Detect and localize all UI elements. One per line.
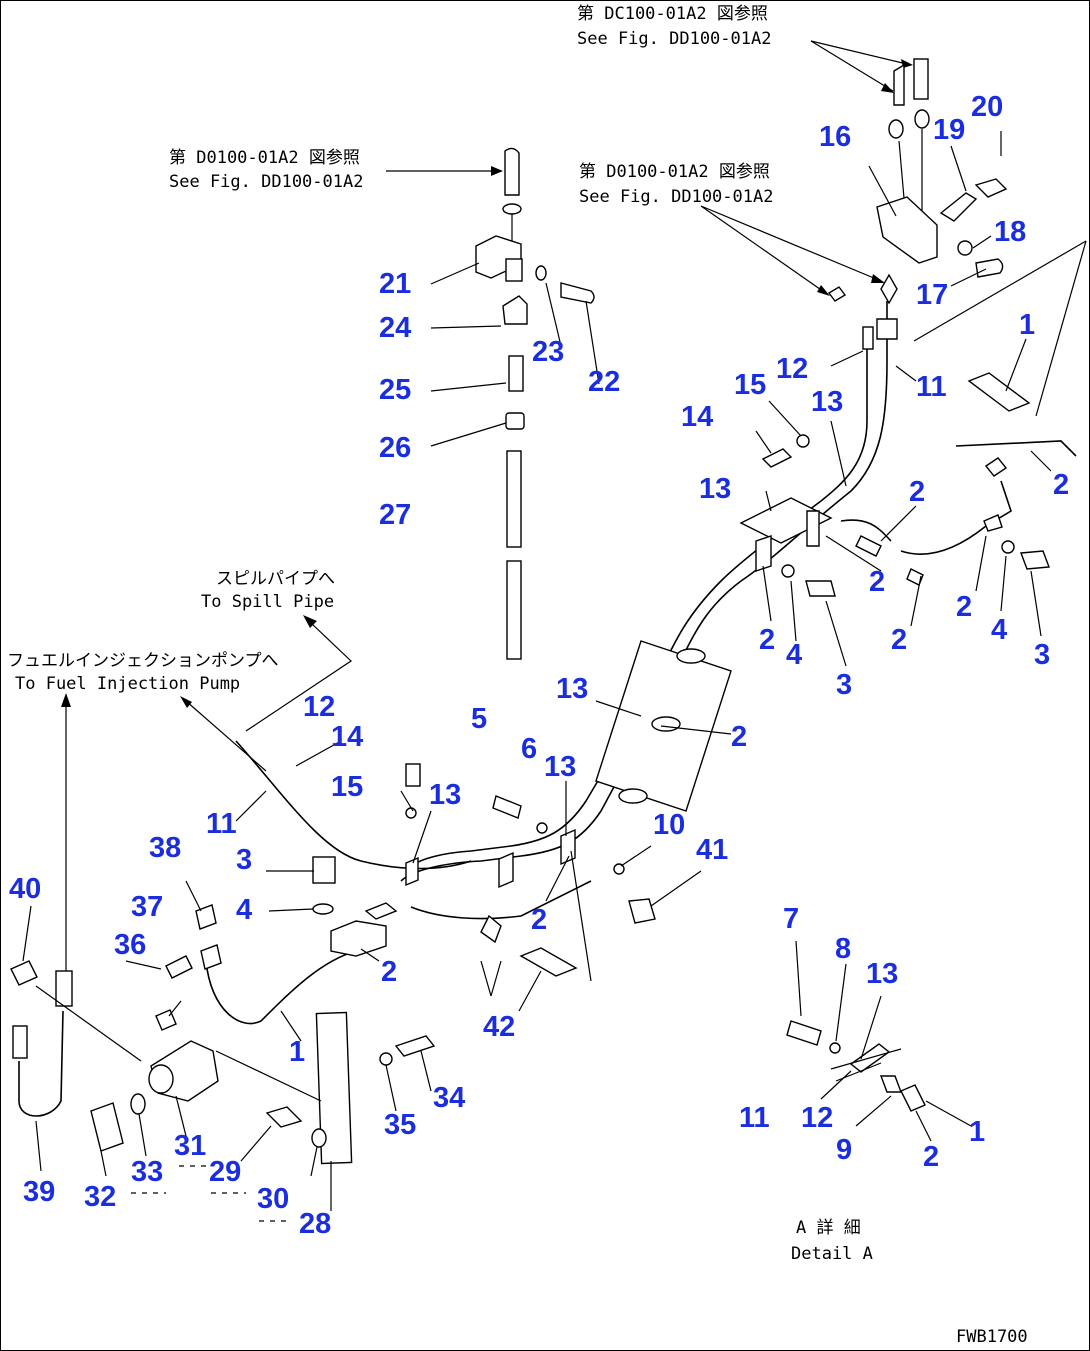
callout-3: 3: [836, 669, 852, 701]
callout-22: 22: [588, 366, 620, 398]
brackets: [315, 497, 833, 1165]
drawing-code: FWB1700: [956, 1327, 1028, 1347]
callout-21: 21: [379, 268, 411, 300]
ref-right-jp: 第 D0100-01A2 図参照: [579, 162, 770, 182]
top-pipe-assembly: [475, 147, 595, 660]
callout-4: 4: [991, 614, 1007, 646]
callout-11: 11: [739, 1102, 770, 1134]
detail-jp: A 詳 細: [796, 1218, 861, 1238]
callout-40: 40: [9, 873, 41, 905]
fasteners: [265, 434, 1050, 1148]
ref-mid-jp: 第 D0100-01A2 図参照: [169, 148, 360, 168]
callout-20: 20: [971, 91, 1003, 123]
callout-6: 6: [521, 733, 537, 765]
callout-7: 7: [783, 903, 799, 935]
callout-35: 35: [384, 1109, 416, 1141]
callout-9: 9: [836, 1134, 852, 1166]
callout-4: 4: [236, 894, 252, 926]
callout-13: 13: [811, 386, 843, 418]
callout-13: 13: [866, 958, 898, 990]
filter-group: [10, 904, 322, 1152]
callout-23: 23: [532, 336, 564, 368]
callout-27: 27: [379, 499, 411, 531]
callout-12: 12: [303, 691, 335, 723]
callout-10: 10: [653, 809, 685, 841]
fuel-en: To Fuel Injection Pump: [15, 674, 240, 694]
callout-1: 1: [289, 1036, 305, 1068]
callout-36: 36: [114, 929, 146, 961]
callout-16: 16: [819, 121, 851, 153]
callout-12: 12: [801, 1102, 833, 1134]
callout-2: 2: [891, 624, 907, 656]
callout-2: 2: [381, 956, 397, 988]
callout-37: 37: [131, 891, 163, 923]
callout-28: 28: [299, 1208, 331, 1240]
callout-2: 2: [956, 591, 972, 623]
callout-41: 41: [696, 834, 728, 866]
spill-en: To Spill Pipe: [201, 592, 334, 612]
callout-31: 31: [174, 1130, 206, 1162]
callout-2: 2: [731, 721, 747, 753]
callout-11: 11: [916, 371, 947, 403]
callout-3: 3: [1034, 639, 1050, 671]
callout-29: 29: [209, 1156, 241, 1188]
callout-5: 5: [471, 703, 487, 735]
note-leaders: [61, 40, 913, 971]
top-right-assembly: [876, 58, 1008, 278]
callout-2: 2: [923, 1141, 939, 1173]
callout-17: 17: [916, 279, 948, 311]
callout-2: 2: [869, 566, 885, 598]
label-underlines: [131, 960, 502, 1222]
hose-pieces: [827, 273, 1077, 586]
spill-jp: スピルパイプへ: [216, 569, 335, 589]
callout-2: 2: [1053, 469, 1069, 501]
callout-42: 42: [483, 1011, 515, 1043]
callout-4: 4: [786, 639, 802, 671]
callout-14: 14: [331, 721, 363, 753]
callout-1: 1: [1019, 309, 1035, 341]
callout-15: 15: [734, 369, 766, 401]
callout-18: 18: [994, 216, 1026, 248]
callout-30: 30: [257, 1183, 289, 1215]
hose-main: [205, 301, 987, 1025]
detail-en: Detail A: [791, 1244, 873, 1264]
callout-1: 1: [969, 1116, 985, 1148]
callout-32: 32: [84, 1181, 116, 1213]
ref-top-en: See Fig. DD100-01A2: [577, 29, 771, 49]
ref-right-en: See Fig. DD100-01A2: [579, 187, 773, 207]
fuel-jp: フュエルインジェクションポンプへ: [7, 651, 279, 671]
detail-a: [786, 1020, 926, 1112]
callout-12: 12: [776, 353, 808, 385]
ref-top-jp: 第 DC100-01A2 図参照: [577, 4, 768, 24]
callout-leaders: [22, 131, 1087, 1211]
callout-8: 8: [835, 933, 851, 965]
callout-38: 38: [149, 832, 181, 864]
callout-15: 15: [331, 771, 363, 803]
callout-2: 2: [531, 904, 547, 936]
callout-13: 13: [544, 751, 576, 783]
callout-34: 34: [433, 1082, 465, 1114]
ref-mid-en: See Fig. DD100-01A2: [169, 172, 363, 192]
callout-26: 26: [379, 432, 411, 464]
callout-labels: 1 1 1 2 2 2 2 2 2 2 2 2 2 3 3 3 4 4 4 5 …: [9, 91, 1069, 1240]
callout-11: 11: [206, 808, 237, 840]
callout-14: 14: [681, 401, 713, 433]
callout-19: 19: [933, 114, 965, 146]
callout-13: 13: [699, 473, 731, 505]
callout-13: 13: [429, 779, 461, 811]
callout-25: 25: [379, 374, 411, 406]
callout-2: 2: [909, 476, 925, 508]
callout-33: 33: [131, 1156, 163, 1188]
callout-2: 2: [759, 624, 775, 656]
callout-3: 3: [236, 844, 252, 876]
callout-39: 39: [23, 1176, 55, 1208]
callout-24: 24: [379, 312, 411, 344]
callout-13: 13: [556, 673, 588, 705]
